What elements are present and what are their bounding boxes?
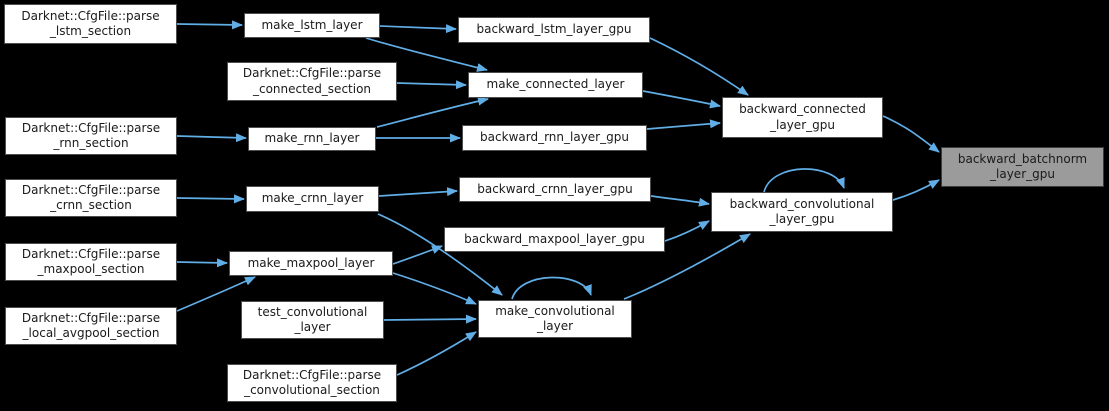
node-parse-lstm-section[interactable]: Darknet::CfgFile::parse _lstm_section [4, 4, 177, 44]
edge-backward-rnn-layer-gpu-to-backward-connected-layer-gpu [646, 119, 721, 130]
node-parse-rnn-section[interactable]: Darknet::CfgFile::parse _rnn_section [5, 117, 177, 155]
edge-make-lstm-layer-to-make-connected-layer [365, 37, 488, 72]
node-backward-connected-layer-gpu[interactable]: backward_connected _layer_gpu [722, 97, 883, 138]
edge-parse-connected-section-to-make-connected-layer [396, 80, 467, 90]
node-backward-lstm-layer-gpu[interactable]: backward_lstm_layer_gpu [458, 17, 650, 43]
edge-make-crnn-layer-to-backward-crnn-layer-gpu [378, 187, 458, 197]
node-make-maxpool-layer[interactable]: make_maxpool_layer [229, 251, 393, 276]
edge-parse-maxpool-section-to-make-maxpool-layer [176, 258, 228, 268]
edge-parse-local-avgpool-section-to-make-maxpool-layer [176, 276, 256, 312]
edge-backward-maxpool-layer-gpu-to-backward-convolutional-layer-gpu [664, 220, 710, 242]
edge-make-rnn-layer-to-make-connected-layer [376, 96, 489, 128]
edge-backward-lstm-layer-gpu-to-backward-connected-layer-gpu [649, 37, 749, 96]
node-parse-maxpool-section[interactable]: Darknet::CfgFile::parse _maxpool_section [5, 243, 177, 281]
node-backward-rnn-layer-gpu[interactable]: backward_rnn_layer_gpu [462, 125, 647, 151]
node-test-convolutional-layer[interactable]: test_convolutional _layer [241, 301, 384, 339]
node-backward-crnn-layer-gpu[interactable]: backward_crnn_layer_gpu [459, 177, 651, 202]
node-parse-crnn-section[interactable]: Darknet::CfgFile::parse _crnn_section [5, 179, 177, 217]
edge-make-connected-layer-to-backward-connected-layer-gpu [642, 90, 721, 109]
node-make-lstm-layer[interactable]: make_lstm_layer [244, 13, 380, 38]
edge-parse-convolutional-section-to-make-convolutional-layer [396, 331, 477, 376]
edge-test-convolutional-layer-to-make-convolutional-layer [383, 314, 477, 324]
edge-make-lstm-layer-to-backward-lstm-layer-gpu [379, 24, 457, 34]
edge-backward-convolutional-layer-gpu-to-backward-convolutional-layer-gpu [763, 168, 845, 193]
edge-parse-crnn-section-to-make-crnn-layer [176, 194, 245, 204]
node-make-rnn-layer[interactable]: make_rnn_layer [248, 127, 376, 151]
node-make-crnn-layer[interactable]: make_crnn_layer [246, 186, 379, 212]
edge-parse-lstm-section-to-make-lstm-layer [176, 20, 243, 30]
edge-backward-connected-layer-gpu-to-backward-batchnorm-layer-gpu [882, 115, 940, 153]
edge-parse-rnn-section-to-make-rnn-layer [176, 133, 247, 143]
node-backward-batchnorm-layer-gpu: backward_batchnorm _layer_gpu [941, 147, 1104, 187]
node-parse-connected-section[interactable]: Darknet::CfgFile::parse _connected_secti… [227, 62, 397, 101]
node-make-connected-layer[interactable]: make_connected_layer [468, 72, 643, 98]
node-backward-maxpool-layer-gpu[interactable]: backward_maxpool_layer_gpu [444, 227, 665, 252]
node-make-convolutional-layer[interactable]: make_convolutional _layer [478, 300, 632, 338]
edge-make-maxpool-layer-to-make-convolutional-layer [392, 272, 477, 305]
edge-make-convolutional-layer-to-backward-convolutional-layer-gpu [623, 233, 751, 300]
node-backward-convolutional-layer-gpu[interactable]: backward_convolutional _layer_gpu [711, 192, 893, 232]
edge-make-convolutional-layer-to-make-convolutional-layer [511, 276, 592, 300]
edge-make-crnn-layer-to-make-convolutional-layer [377, 213, 503, 296]
node-parse-local-avgpool-section[interactable]: Darknet::CfgFile::parse _local_avgpool_s… [5, 307, 177, 345]
node-parse-convolutional-section[interactable]: Darknet::CfgFile::parse _convolutional_s… [227, 364, 397, 402]
edge-make-maxpool-layer-to-backward-maxpool-layer-gpu [392, 245, 443, 265]
edge-backward-crnn-layer-gpu-to-backward-convolutional-layer-gpu [650, 195, 710, 207]
edge-backward-convolutional-layer-gpu-to-backward-batchnorm-layer-gpu [892, 179, 940, 201]
